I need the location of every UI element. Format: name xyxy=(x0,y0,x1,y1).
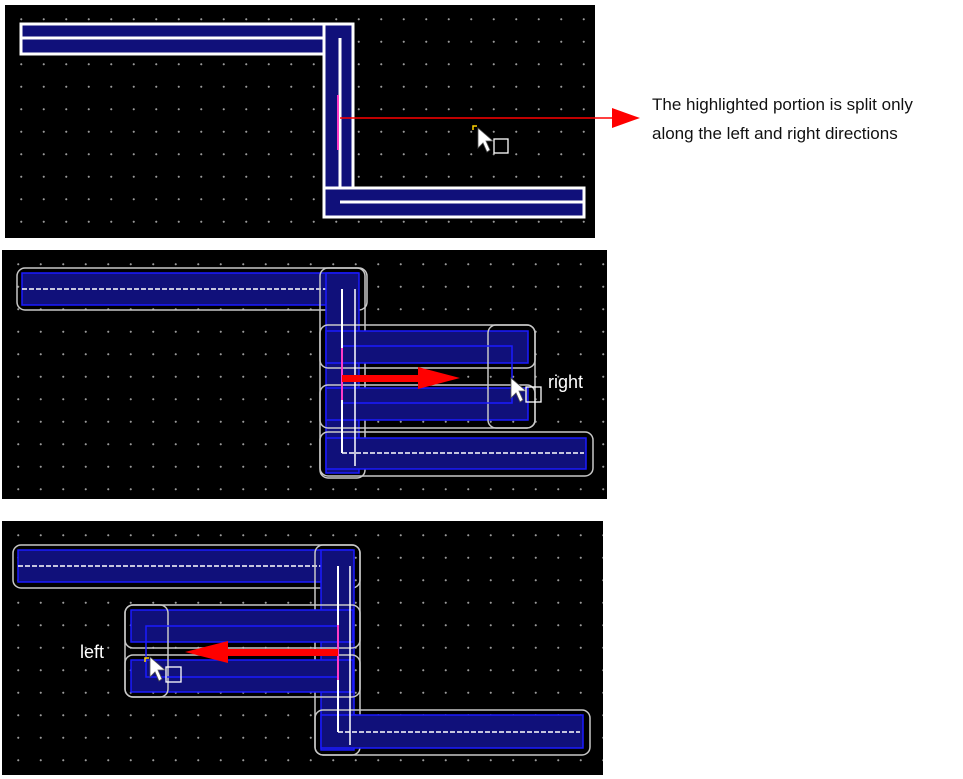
callout-arrow xyxy=(340,108,640,128)
mouse-cursor-icon xyxy=(510,377,542,403)
wire-path-selected[interactable] xyxy=(19,22,586,219)
wire-split-right[interactable] xyxy=(16,267,594,479)
mouse-cursor-icon xyxy=(477,127,509,154)
annotation-line-1: The highlighted portion is split only xyxy=(652,95,913,114)
split-direction-arrow-left xyxy=(185,641,338,663)
direction-label-right: right xyxy=(548,372,584,392)
mouse-cursor-icon xyxy=(149,656,182,683)
direction-label-left: left xyxy=(80,642,105,662)
split-direction-arrow-right xyxy=(342,367,460,389)
yellow-marker xyxy=(472,125,477,130)
yellow-marker xyxy=(144,657,149,662)
annotation-line-2: along the left and right directions xyxy=(652,124,898,143)
